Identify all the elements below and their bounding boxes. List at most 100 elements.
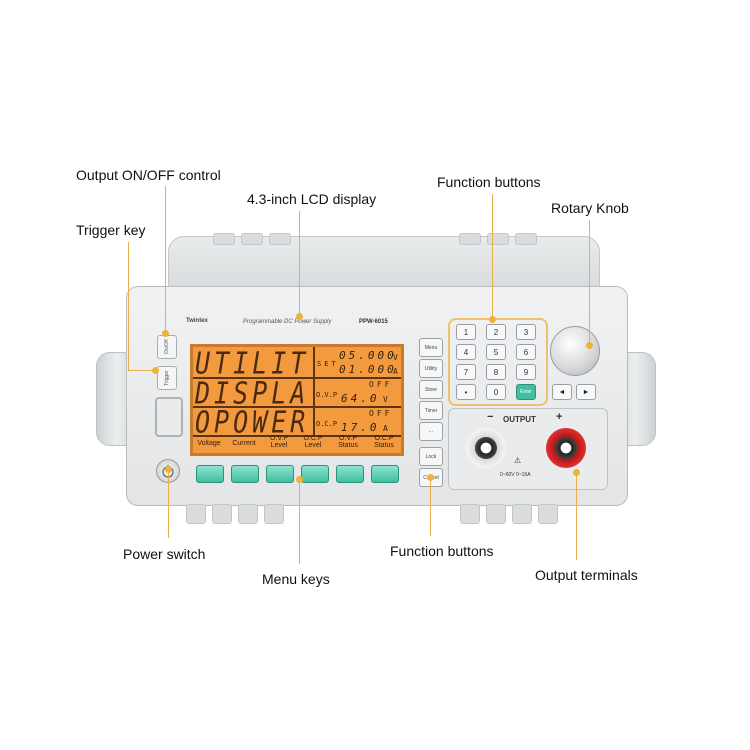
rotary-knob[interactable] (550, 326, 600, 376)
foot (512, 504, 532, 524)
enter-button[interactable]: Enter (516, 384, 536, 400)
leader-menu-keys (299, 480, 300, 564)
ocp-label: O.C.P (316, 420, 338, 428)
key-1[interactable]: 1 (456, 324, 476, 340)
lcd-row-1: UTILIT (195, 346, 310, 381)
lock-button[interactable]: Lock (419, 447, 443, 466)
leader-trigger-key (128, 242, 129, 370)
key-8[interactable]: 8 (486, 364, 506, 380)
menu-button[interactable]: Menu (419, 338, 443, 357)
menu-key-4[interactable] (301, 465, 329, 483)
foot (186, 504, 206, 524)
label-lcd-display: 4.3-inch LCD display (247, 191, 377, 207)
label-function-buttons-top: Function buttons (437, 174, 541, 190)
bottom-vents (186, 504, 566, 526)
vent (269, 233, 291, 245)
softkey-label: O.C.P Status (374, 435, 394, 449)
menu-key-1[interactable] (196, 465, 224, 483)
leader-lcd (299, 211, 300, 316)
softkey-label: Voltage (197, 440, 221, 447)
function-buttons-highlight (448, 318, 548, 406)
key-4[interactable]: 4 (456, 344, 476, 360)
store-button[interactable]: Store (419, 380, 443, 399)
ovp-label: O.V.P (316, 391, 338, 399)
leader-dot (573, 469, 580, 476)
label-function-buttons-bottom: Function buttons (390, 543, 494, 559)
set-current-unit: A (393, 367, 401, 376)
leader-output-on-off (165, 186, 166, 333)
key-5[interactable]: 5 (486, 344, 506, 360)
menu-key-5[interactable] (336, 465, 364, 483)
softkey-label: O.C.P Level (303, 435, 323, 449)
key-0[interactable]: 0 (486, 384, 506, 400)
leader-dot (162, 330, 169, 337)
foot (264, 504, 284, 524)
left-arrow-button[interactable]: ◄ (552, 384, 572, 400)
leader-dot (165, 466, 172, 473)
leader-dot (152, 367, 159, 374)
leader-function-buttons-top (492, 194, 493, 320)
vent (213, 233, 235, 245)
vent (459, 233, 481, 245)
right-arrow-button[interactable]: ► (576, 384, 596, 400)
output-on-off-button[interactable]: On/Off (157, 335, 177, 359)
ocp-state: OFF (369, 409, 393, 418)
model-number: PPW-6015 (359, 319, 388, 325)
lcd-divider (193, 377, 401, 379)
usb-slot (155, 397, 183, 437)
plus-sign: + (556, 411, 563, 423)
ocp-value: 17.0 (341, 421, 380, 434)
ovp-value: 64.0 (341, 392, 380, 405)
leader-dot (489, 316, 496, 323)
positive-terminal[interactable] (546, 428, 586, 468)
foot (212, 504, 232, 524)
output-title: OUTPUT (503, 415, 536, 424)
set-voltage-unit: V (393, 353, 401, 362)
leader-dot (296, 476, 303, 483)
minus-sign: − (487, 411, 494, 423)
key-7[interactable]: 7 (456, 364, 476, 380)
menu-key-3[interactable] (266, 465, 294, 483)
foot (538, 504, 558, 524)
softkey-label: O.V.P Level (269, 435, 289, 449)
negative-terminal[interactable] (466, 428, 506, 468)
foot (486, 504, 506, 524)
utility-button[interactable]: Utility (419, 359, 443, 378)
leader-dot (586, 342, 593, 349)
ovp-unit: V (383, 395, 391, 404)
foot (460, 504, 480, 524)
softkey-label: O.V.P Status (338, 435, 358, 449)
label-menu-keys: Menu keys (262, 571, 330, 587)
vent (515, 233, 537, 245)
menu-key-6[interactable] (371, 465, 399, 483)
lcd-divider (313, 347, 315, 436)
lcd-row-3: OPOWER (195, 405, 310, 440)
key-6[interactable]: 6 (516, 344, 536, 360)
label-output-terminals: Output terminals (535, 567, 638, 583)
set-current: 01.000 (339, 363, 397, 376)
key-2[interactable]: 2 (486, 324, 506, 340)
set-label: SET (317, 360, 339, 368)
ovp-state: OFF (369, 380, 393, 389)
key-3[interactable]: 3 (516, 324, 536, 340)
leader-function-buttons-bottom (430, 478, 431, 536)
leader-power-switch (168, 470, 169, 538)
menu-key-2[interactable] (231, 465, 259, 483)
leader-dot (427, 474, 434, 481)
leader-dot (296, 313, 303, 320)
label-rotary-knob: Rotary Knob (551, 200, 629, 216)
leader-rotary-knob (589, 220, 590, 345)
lcd-display: UTILIT DISPLA OPOWER SET 05.000 V 01.000… (190, 344, 404, 456)
trigger-button[interactable]: Trigger (157, 366, 177, 390)
leader-output-terminals (576, 472, 577, 560)
timer-button[interactable]: Timer (419, 401, 443, 420)
key-9[interactable]: 9 (516, 364, 536, 380)
display-button[interactable]: ⋯ (419, 422, 443, 441)
warning-icon: ⚠ (514, 456, 522, 465)
softkey-label: Current (232, 440, 256, 447)
label-output-on-off: Output ON/OFF control (76, 167, 221, 183)
output-rating: 0~60V 0~15A (500, 472, 531, 478)
label-trigger-key: Trigger key (76, 222, 146, 238)
ocp-unit: A (383, 424, 391, 433)
key-decimal[interactable]: • (456, 384, 476, 400)
